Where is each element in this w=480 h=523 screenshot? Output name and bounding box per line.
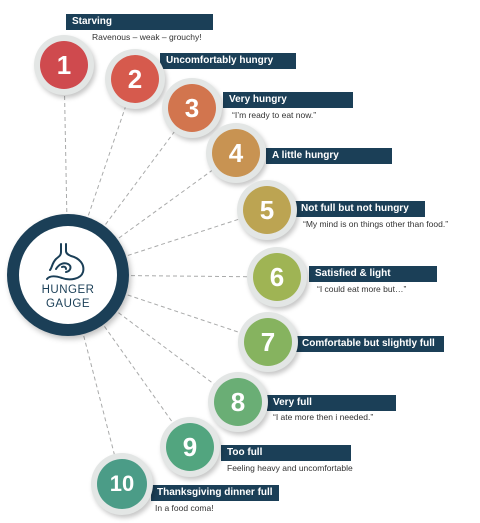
level-label-bar: Very hungry bbox=[223, 92, 353, 108]
level-circle: 4 bbox=[206, 123, 266, 183]
level-label-bar: Thanksgiving dinner full bbox=[151, 485, 279, 501]
hub-center: HUNGER GAUGE bbox=[19, 226, 117, 324]
level-number: 4 bbox=[212, 129, 260, 177]
level-label-bar: Satisfied & light bbox=[309, 266, 437, 282]
level-description: “My mind is on things other than food.” bbox=[303, 219, 449, 229]
level-label-bar: A little hungry bbox=[266, 148, 392, 164]
level-circle: 8 bbox=[208, 372, 268, 432]
level-circle: 5 bbox=[237, 180, 297, 240]
level-description: “I ate more then i needed.” bbox=[273, 412, 374, 422]
hub-title-line1: HUNGER bbox=[41, 284, 95, 296]
level-number: 6 bbox=[253, 253, 301, 301]
level-number: 2 bbox=[111, 55, 159, 103]
level-number: 1 bbox=[40, 41, 88, 89]
level-circle: 1 bbox=[34, 35, 94, 95]
level-number: 10 bbox=[97, 459, 147, 509]
level-number: 7 bbox=[244, 318, 292, 366]
level-description: Feeling heavy and uncomfortable bbox=[227, 463, 353, 473]
stomach-icon bbox=[46, 243, 85, 281]
level-description: “I could eat more but…” bbox=[317, 284, 407, 294]
level-number: 5 bbox=[243, 186, 291, 234]
level-description: In a food coma! bbox=[155, 503, 214, 513]
level-circle: 2 bbox=[105, 49, 165, 109]
level-circle: 9 bbox=[160, 417, 220, 477]
level-circle: 7 bbox=[238, 312, 298, 372]
level-label-bar: Comfortable but slightly full bbox=[296, 336, 444, 352]
level-number: 3 bbox=[168, 84, 216, 132]
level-label-bar: Too full bbox=[221, 445, 351, 461]
level-circle: 3 bbox=[162, 78, 222, 138]
level-circle: 10 bbox=[91, 453, 153, 515]
level-number: 9 bbox=[166, 423, 214, 471]
level-description: “I’m ready to eat now.” bbox=[232, 110, 317, 120]
level-label-bar: Uncomfortably hungry bbox=[160, 53, 296, 69]
level-label-bar: Very full bbox=[267, 395, 396, 411]
level-label-bar: Not full but not hungry bbox=[295, 201, 425, 217]
hunger-gauge-hub: HUNGER GAUGE bbox=[7, 214, 129, 336]
hub-title-line2: GAUGE bbox=[45, 298, 91, 310]
level-circle: 6 bbox=[247, 247, 307, 307]
level-label-bar: Starving bbox=[66, 14, 213, 30]
level-number: 8 bbox=[214, 378, 262, 426]
level-description: Ravenous – weak – grouchy! bbox=[92, 32, 202, 42]
